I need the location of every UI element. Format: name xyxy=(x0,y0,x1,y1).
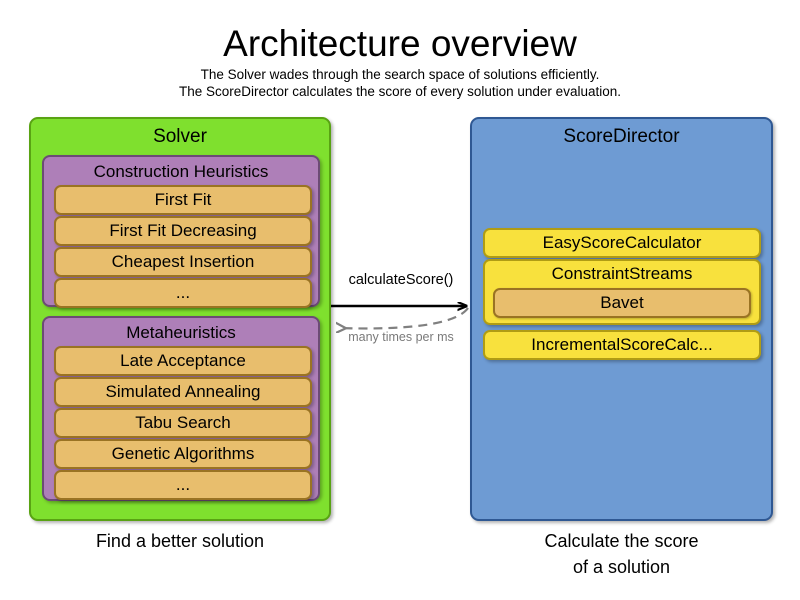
item-easy-score-calculator[interactable]: EasyScoreCalculator xyxy=(483,228,761,258)
scoredirector-panel[interactable]: ScoreDirector EasyScoreCalculator Constr… xyxy=(470,117,773,521)
group-construction-heuristics[interactable]: Construction Heuristics First Fit First … xyxy=(42,155,320,308)
scoredirector-panel-title: ScoreDirector xyxy=(563,126,680,147)
item-constraint-streams-label: ConstraintStreams xyxy=(551,264,693,283)
subtitle-line-1: The Solver wades through the search spac… xyxy=(200,67,600,82)
group-metaheuristics[interactable]: Metaheuristics Late Acceptance Simulated… xyxy=(42,316,320,501)
scoredirector-caption-line-1: Calculate the score xyxy=(544,531,699,551)
page-title: Architecture overview xyxy=(223,23,577,64)
item-metaheuristics-more[interactable]: ... xyxy=(54,470,312,500)
item-first-fit[interactable]: First Fit xyxy=(54,185,312,215)
item-construction-heuristics-more[interactable]: ... xyxy=(54,278,312,308)
item-cheapest-insertion[interactable]: Cheapest Insertion xyxy=(54,247,312,277)
calculate-score-arrow-label: calculateScore() xyxy=(348,272,454,288)
item-simulated-annealing[interactable]: Simulated Annealing xyxy=(54,377,312,407)
subtitle-line-2: The ScoreDirector calculates the score o… xyxy=(179,84,621,99)
item-first-fit-decreasing[interactable]: First Fit Decreasing xyxy=(54,216,312,246)
many-times-per-ms-arrow-label: many times per ms xyxy=(348,330,454,344)
item-genetic-algorithms[interactable]: Genetic Algorithms xyxy=(54,439,312,469)
scoredirector-caption-line-2: of a solution xyxy=(572,557,671,577)
scoredirector-caption: Calculate the score of a solution xyxy=(470,528,773,580)
solver-panel-title: Solver xyxy=(153,126,207,147)
item-bavet[interactable]: Bavet xyxy=(493,288,751,318)
group-metaheuristics-title: Metaheuristics xyxy=(126,323,236,342)
item-incremental-score-calculator[interactable]: IncrementalScoreCalc... xyxy=(483,330,761,360)
page-header: Architecture overview The Solver wades t… xyxy=(0,22,800,100)
item-constraint-streams[interactable]: ConstraintStreams Bavet xyxy=(483,259,761,325)
group-construction-heuristics-title: Construction Heuristics xyxy=(93,162,269,181)
solver-caption: Find a better solution xyxy=(95,531,265,551)
item-late-acceptance[interactable]: Late Acceptance xyxy=(54,346,312,376)
solver-panel[interactable]: Solver Construction Heuristics First Fit… xyxy=(29,117,331,521)
many-times-per-ms-arrow xyxy=(338,307,469,328)
item-tabu-search[interactable]: Tabu Search xyxy=(54,408,312,438)
